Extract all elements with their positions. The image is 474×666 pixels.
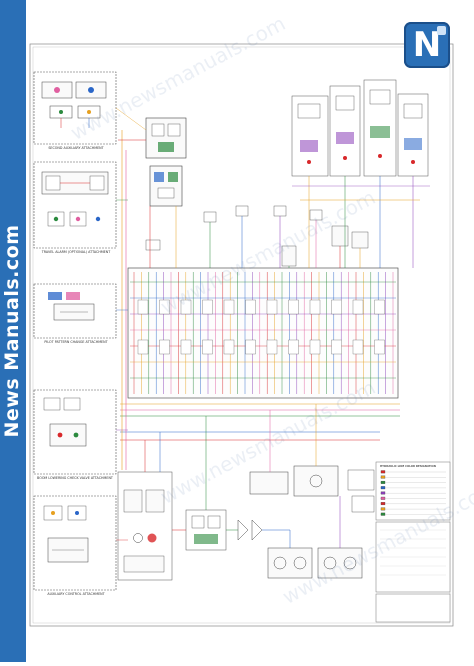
main-block-spool-box (245, 339, 256, 355)
main-block-spool-box (159, 299, 170, 315)
main-block-spool-box (137, 299, 149, 315)
main-block-spool-box (309, 299, 321, 315)
label-pilot-pattern: PILOT PATTERN CHANGE ATTACHMENT (44, 340, 108, 344)
label-travel-alarm: TRAVEL ALARM (OPTIONAL) ATTACHMENT (41, 250, 111, 254)
travel-alarm-attachment-box (33, 161, 117, 249)
legend-color-swatch (380, 512, 386, 516)
legend-color-swatch (380, 475, 386, 479)
main-block-spool-box (266, 299, 278, 315)
main-block-spool-box (223, 339, 235, 355)
boom-lowering-check-valve-attachment-box (33, 389, 117, 475)
brand-logo-letter: N (412, 25, 442, 65)
main-block-spool-box (288, 299, 299, 315)
second-auxiliary-attachment-box (33, 71, 117, 145)
main-block-spool-box (159, 339, 170, 355)
lower-center-valves (185, 509, 263, 551)
upper-right-valve-group (291, 79, 429, 177)
main-block-spool-box (202, 299, 213, 315)
brand-logo[interactable]: N (404, 22, 450, 68)
main-block-spool-box (331, 299, 342, 315)
main-block-spool-box (309, 339, 321, 355)
generated-lines (115, 107, 446, 576)
legend-color-swatch (380, 491, 386, 495)
main-block-spool-box (288, 339, 299, 355)
left-branch-line (115, 107, 147, 131)
label-boom-lowering: BOOM LOWERING CHECK VALVE ATTACHMENT (37, 476, 113, 480)
main-block-spool-box (180, 339, 192, 355)
sheet-border (29, 43, 454, 627)
main-control-valve-block (127, 267, 399, 399)
legend-color-swatch (380, 502, 386, 506)
main-block-spool-box (180, 299, 192, 315)
label-auxiliary-control: AUXILIARY CONTROL ATTACHMENT (47, 592, 105, 596)
main-block-spool-box (137, 339, 149, 355)
main-block-spool-box (202, 339, 213, 355)
main-block-spool-box (331, 339, 342, 355)
main-block-spool-box (352, 339, 364, 355)
sheet-inner-border (32, 46, 451, 624)
auxiliary-control-attachment-box (33, 495, 117, 591)
main-block-spool-box (374, 339, 385, 355)
legend-color-swatch (380, 507, 386, 511)
legend-color-swatch (380, 486, 386, 490)
main-block-spool-box (245, 299, 256, 315)
title-block-header: HYDRAULIC LINE COLOR DESIGNATION (380, 465, 436, 468)
legend-color-swatch (380, 496, 386, 500)
main-block-spool-box (352, 299, 364, 315)
lower-right-swing-motors (249, 465, 375, 579)
main-block-spool-box (266, 339, 278, 355)
logo-tick-icon (437, 26, 446, 35)
pilot-pattern-change-attachment-box (33, 283, 117, 339)
main-block-spool-box (223, 299, 235, 315)
brand-sidebar: News Manuals.com (0, 0, 26, 662)
mid-upper-components (145, 205, 369, 267)
legend-color-swatch (380, 470, 386, 474)
legend-color-swatch (380, 480, 386, 484)
main-block-spool-box (374, 299, 385, 315)
brand-sidebar-text: News Manuals.com (1, 224, 23, 438)
label-second-auxiliary: SECOND AUXILIARY ATTACHMENT (48, 146, 104, 150)
upper-center-valve (145, 117, 187, 207)
